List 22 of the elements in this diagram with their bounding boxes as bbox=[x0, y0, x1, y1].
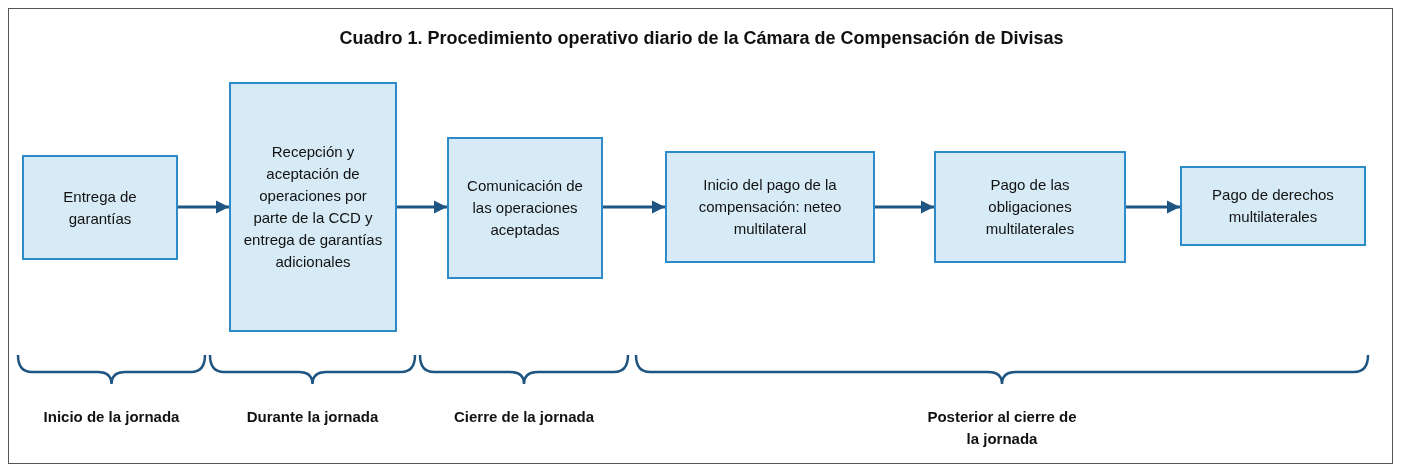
arrow bbox=[603, 200, 665, 214]
box-text: Comunicación de las operaciones aceptadas bbox=[466, 176, 584, 240]
process-box bbox=[22, 155, 178, 260]
box-text: Recepción y aceptación de operaciones por parte de la CCD y entrega de garantías adicionales bbox=[243, 142, 383, 272]
box-text: Pago de derechos multilaterales bbox=[1211, 185, 1335, 227]
process-box bbox=[934, 151, 1126, 263]
process-box bbox=[447, 137, 603, 279]
diagram-title: Cuadro 1. Procedimiento operativo diario de la Cámara de Compensación de Divisas bbox=[339, 28, 1064, 49]
arrow bbox=[1126, 200, 1180, 214]
process-box bbox=[229, 82, 397, 332]
phase-label: Posterior al cierre de la jornada bbox=[926, 407, 1078, 449]
arrow bbox=[178, 200, 229, 214]
process-box bbox=[1180, 166, 1366, 246]
phase-label: Inicio de la jornada bbox=[42, 407, 181, 427]
box-text: Pago de las obligaciones multilaterales bbox=[984, 175, 1076, 239]
arrow bbox=[397, 200, 447, 214]
phase-label: Cierre de la jornada bbox=[452, 407, 596, 427]
process-box bbox=[665, 151, 875, 263]
box-text: Inicio del pago de la compensación: neteo multilateral bbox=[697, 175, 843, 239]
phase-label: Durante la jornada bbox=[245, 407, 380, 427]
arrow bbox=[875, 200, 934, 214]
box-text: Entrega de garantías bbox=[62, 186, 138, 229]
